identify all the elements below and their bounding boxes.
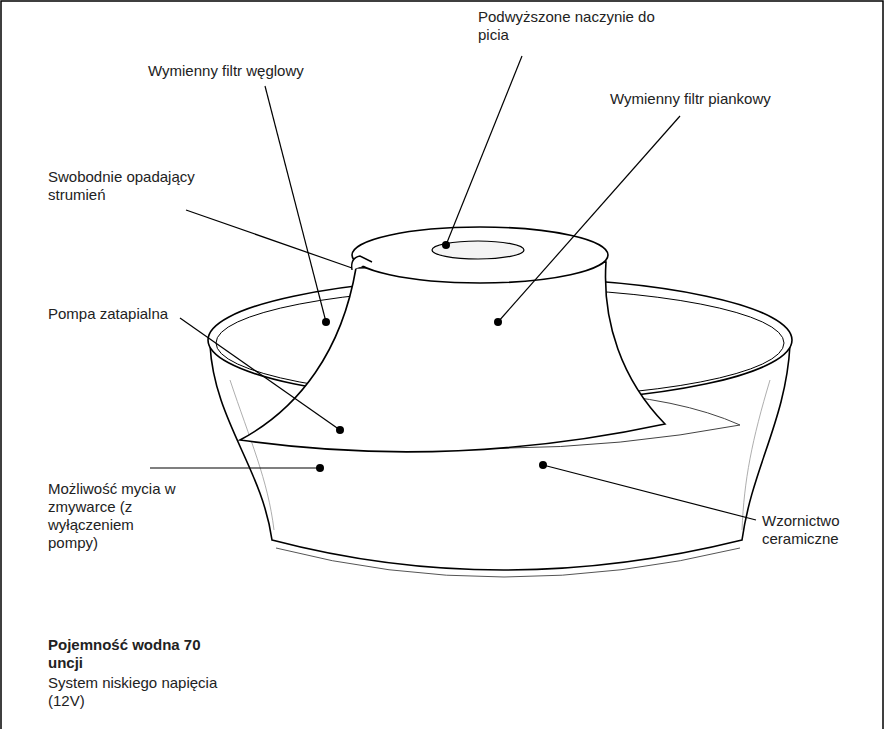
leader-dot: [322, 318, 330, 326]
part-label: Swobodnie opadający strumień: [48, 168, 198, 204]
leader-dot: [494, 318, 502, 326]
glaze-line: [742, 380, 770, 530]
leader-dot: [442, 241, 450, 249]
part-label: Możliwość mycia w zmywarce (z wyłączenie…: [48, 480, 176, 552]
spec-text: System niskiego napięcia (12V): [48, 674, 238, 710]
tower: [240, 262, 665, 452]
part-label: Wymienny filtr węglowy: [148, 62, 304, 80]
top-dish: [352, 227, 608, 283]
dish-hole: [432, 241, 524, 259]
leader-lines: [150, 56, 756, 520]
base-line: [276, 548, 740, 577]
leader-line: [150, 467, 320, 468]
part-label: Pompa zatapialna: [48, 305, 168, 323]
spec-heading: Pojemność wodna 70 uncji: [48, 636, 223, 672]
leader-line: [498, 116, 680, 322]
part-label: Wzornictwo ceramiczne: [762, 512, 872, 548]
leader-dot: [316, 464, 324, 472]
leader-line: [180, 318, 340, 430]
spout: [352, 256, 372, 270]
leader-line: [265, 86, 326, 322]
part-label: Wymienny filtr piankowy: [610, 90, 771, 108]
glaze-line: [230, 380, 274, 530]
leader-dot: [539, 461, 547, 469]
fountain: [208, 227, 792, 577]
leader-line: [186, 210, 352, 268]
part-label: Podwyższone naczynie do picia: [478, 8, 656, 44]
leader-line: [543, 465, 756, 520]
leader-line: [446, 56, 522, 245]
leader-dots: [316, 241, 547, 472]
leader-dot: [336, 426, 344, 434]
